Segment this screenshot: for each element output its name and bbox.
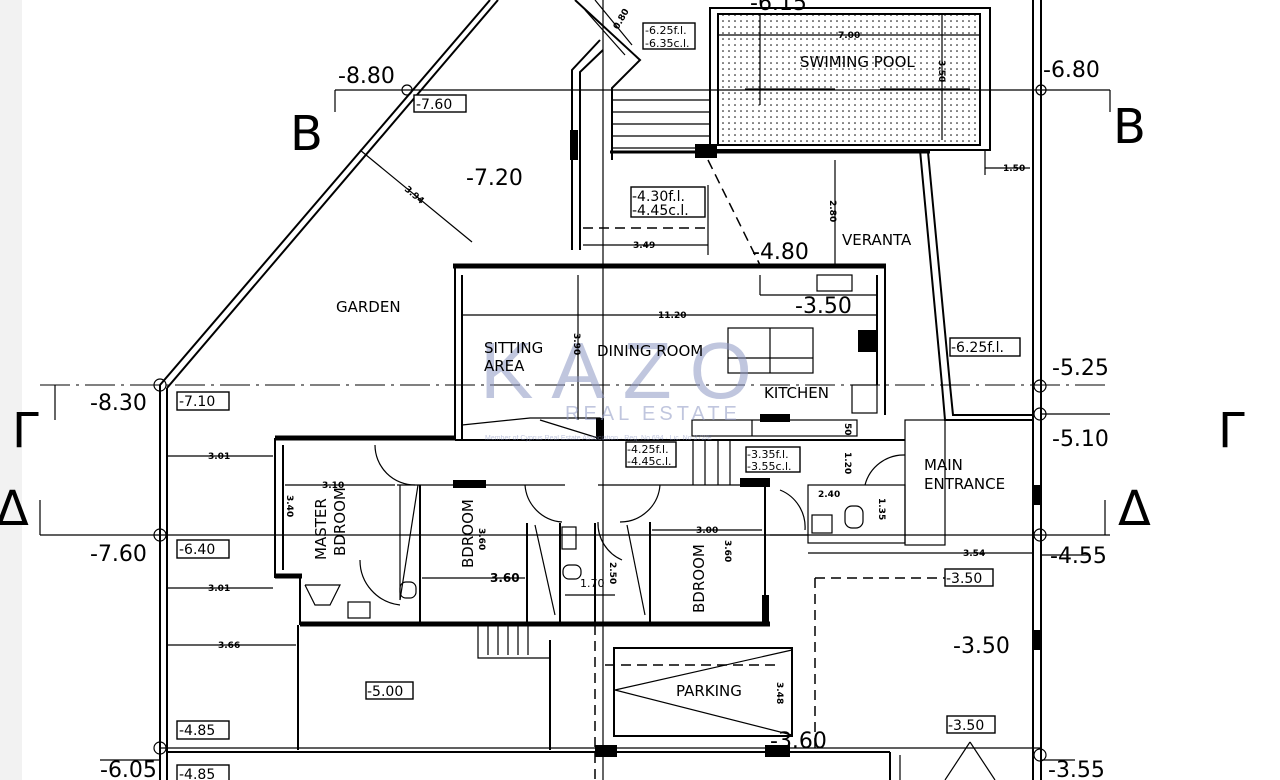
level-box: -3.50 bbox=[946, 571, 982, 587]
level-box: -5.00 bbox=[367, 684, 403, 700]
dimension: 0.80 bbox=[612, 7, 632, 31]
level-box: -4.85 bbox=[179, 723, 215, 739]
section-mark-gamma-left: Γ bbox=[12, 403, 39, 459]
main-house-walls bbox=[453, 263, 946, 546]
dimension: 2.40 bbox=[818, 490, 840, 500]
dimension: 50 bbox=[842, 423, 852, 436]
dimension: 3.48 bbox=[774, 682, 784, 704]
dimension: 1.20 bbox=[842, 452, 852, 474]
room-main: MAIN bbox=[924, 456, 963, 474]
level: -3.50 bbox=[795, 294, 852, 319]
level: -6.05 bbox=[100, 758, 157, 780]
section-mark-delta-left: Δ bbox=[0, 481, 29, 537]
level-box: -4.45c.l. bbox=[632, 203, 689, 219]
bedroom-block-walls bbox=[274, 435, 1041, 627]
section-marks: B B Γ Γ Δ Δ bbox=[0, 99, 1245, 537]
level: -3.55 bbox=[1048, 758, 1105, 780]
dimension: 3.50 bbox=[936, 60, 946, 82]
dimension: 3.60 bbox=[722, 540, 732, 562]
room-master: MASTER bbox=[312, 498, 330, 560]
level: -5.25 bbox=[1052, 356, 1109, 381]
level: -7.20 bbox=[466, 166, 523, 191]
level: -5.10 bbox=[1052, 427, 1109, 452]
room-master-bdroom: BDROOM bbox=[331, 487, 349, 556]
level-labels: -6.15 -8.80 -7.60 -7.20 -6.25f.l. -6.35c… bbox=[90, 0, 1109, 780]
dimension: 3.66 bbox=[218, 641, 240, 651]
lower-block-walls bbox=[167, 625, 1041, 780]
room-sitting-area: AREA bbox=[484, 357, 525, 375]
room-dining: DINING ROOM bbox=[597, 342, 703, 360]
section-mark-b-left: B bbox=[290, 106, 323, 162]
level-box: -7.10 bbox=[179, 394, 215, 410]
stairs-top bbox=[570, 0, 930, 266]
room-entrance: ENTRANCE bbox=[924, 475, 1005, 493]
watermark: KAZO REAL ESTATE Member of Cyprus Real E… bbox=[480, 326, 770, 442]
room-garden: GARDEN bbox=[336, 298, 401, 316]
dimension: 3.60 bbox=[476, 528, 486, 550]
level-box: -3.35f.l. bbox=[747, 448, 789, 461]
dimension: 2.50 bbox=[607, 562, 617, 584]
level-box: -6.35c.l. bbox=[645, 37, 690, 50]
section-mark-b-right: B bbox=[1113, 99, 1146, 155]
veranta-wall bbox=[919, 149, 1033, 421]
dimension: 7.00 bbox=[838, 31, 860, 41]
level: -8.30 bbox=[90, 391, 147, 416]
dimension: 1.50 bbox=[1003, 164, 1025, 174]
parking-area bbox=[594, 577, 945, 780]
dimension: 3.00 bbox=[696, 526, 718, 536]
dimension: 3.49 bbox=[633, 241, 655, 251]
section-mark-gamma-right: Γ bbox=[1218, 403, 1245, 459]
level: -4.55 bbox=[1050, 544, 1107, 569]
watermark-brand: KAZO bbox=[480, 326, 770, 415]
level-box: -4.85 bbox=[179, 767, 215, 780]
level: -4.80 bbox=[752, 240, 809, 265]
dimension: 3.01 bbox=[208, 584, 230, 594]
level-box: -4.30f.l. bbox=[632, 189, 685, 205]
level: -6.80 bbox=[1043, 58, 1100, 83]
level-box: -6.25f.l. bbox=[645, 24, 687, 37]
level: -6.15 bbox=[750, 0, 807, 16]
level-box: -4.25f.l. bbox=[627, 443, 669, 456]
room-bedroom-1: BDROOM bbox=[459, 499, 477, 568]
dimension: 11.20 bbox=[658, 311, 686, 321]
level: -3.60 bbox=[770, 729, 827, 754]
dimension: 3.10 bbox=[322, 481, 344, 491]
level-box: -6.40 bbox=[179, 542, 215, 558]
dimension: 3.60 bbox=[490, 571, 520, 585]
level: -7.60 bbox=[90, 542, 147, 567]
dimension: 3.94 bbox=[402, 185, 425, 207]
swimming-pool bbox=[709, 7, 1030, 175]
section-mark-delta-right: Δ bbox=[1118, 481, 1151, 537]
scan-edge bbox=[0, 0, 22, 780]
level-box: -3.55c.l. bbox=[747, 460, 792, 473]
dimension: 2.80 bbox=[827, 200, 837, 222]
room-bedroom-2: BDROOM bbox=[690, 544, 708, 613]
room-veranta: VERANTA bbox=[842, 231, 912, 249]
room-kitchen: KITCHEN bbox=[764, 384, 829, 402]
room-sitting: SITTING bbox=[484, 339, 543, 357]
dimension: 1.70 bbox=[580, 577, 605, 590]
level: -3.50 bbox=[953, 634, 1010, 659]
level: -8.80 bbox=[338, 64, 395, 89]
dimension: 3.90 bbox=[571, 333, 581, 355]
level-box: -7.60 bbox=[416, 97, 452, 113]
dimension: 3.54 bbox=[963, 549, 985, 559]
level-box: -3.50 bbox=[948, 718, 984, 734]
room-labels: GARDEN SWIMING POOL VERANTA SITTING AREA… bbox=[312, 53, 1005, 700]
room-parking: PARKING bbox=[676, 682, 742, 700]
room-pool: SWIMING POOL bbox=[800, 53, 915, 71]
watermark-line: Member of Cyprus Real Estate Association… bbox=[485, 435, 712, 442]
dimension: 1.35 bbox=[876, 498, 886, 520]
dimension: 3.01 bbox=[208, 452, 230, 462]
level-box: -6.25f.l. bbox=[951, 340, 1004, 356]
level-box: -4.45c.l. bbox=[627, 455, 672, 468]
dimension: 3.40 bbox=[284, 495, 294, 517]
watermark-sub: REAL ESTATE bbox=[565, 403, 741, 425]
